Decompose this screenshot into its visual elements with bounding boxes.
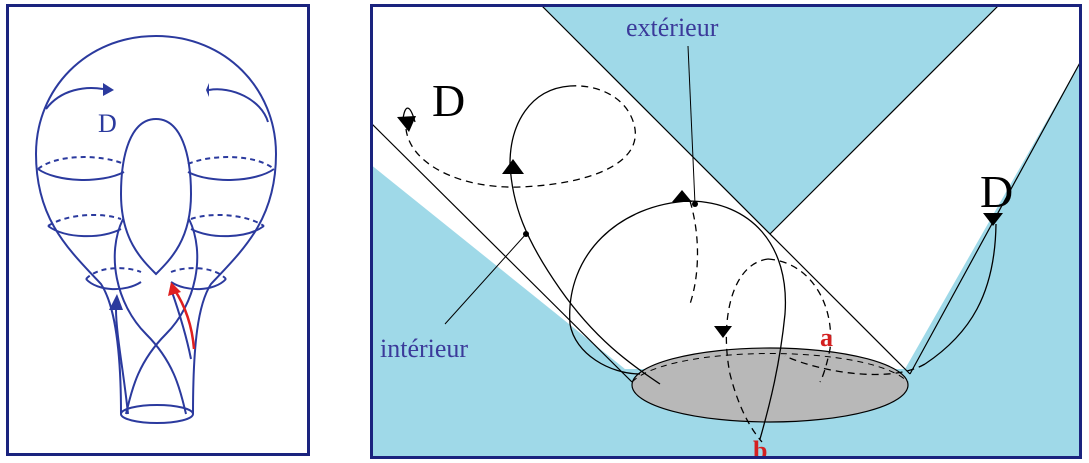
cone-diagram-panel: extérieur intérieur D D a b [370, 4, 1082, 459]
balloon-diagram-panel: D [6, 4, 310, 456]
label-d-left: D [432, 75, 465, 126]
label-d-right: D [980, 166, 1013, 217]
label-exterior: extérieur [626, 13, 719, 42]
label-b: b [753, 436, 767, 459]
label-a: a [820, 323, 833, 352]
label-interior: intérieur [380, 334, 468, 363]
left-label-d: D [98, 109, 117, 138]
base-disk [632, 348, 908, 422]
